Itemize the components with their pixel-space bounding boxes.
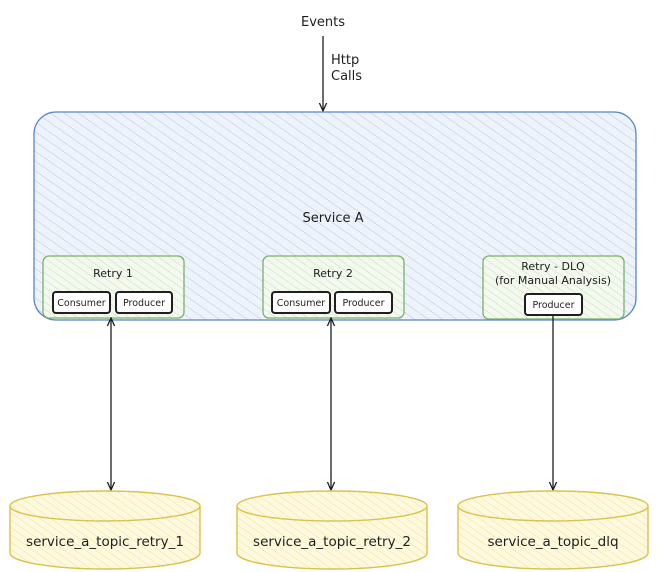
retry-1-consumer-box (52, 291, 111, 314)
topic-retry-2-cylinder (236, 490, 428, 570)
retry-2-title: Retry 2 (313, 267, 353, 280)
http-calls-label-line2: Calls (331, 69, 362, 84)
retry-2-consumer-box (271, 291, 331, 314)
retry-2-producer-label: Producer (342, 298, 384, 309)
topic-retry-2-label: service_a_topic_retry_2 (253, 534, 411, 550)
retry-1-consumer-label: Consumer (57, 298, 106, 309)
retry-1-producer-box (115, 291, 173, 314)
retry-2-consumer-label: Consumer (277, 298, 326, 309)
retry-dlq-producer-box (524, 293, 583, 316)
retry-dlq-producer-label: Producer (532, 300, 574, 311)
retry-1-producer-label: Producer (123, 298, 165, 309)
retry-2-producer-box (334, 291, 393, 314)
retry-dlq-title: Retry - DLQ (521, 260, 585, 273)
topic-retry-1-cylinder (9, 490, 201, 570)
topic-dlq-cylinder (457, 490, 649, 570)
topic-dlq-label: service_a_topic_dlq (487, 534, 618, 550)
retry-dlq-subtitle: (for Manual Analysis) (495, 274, 611, 287)
events-label: Events (301, 15, 345, 30)
topic-retry-1-label: service_a_topic_retry_1 (26, 534, 184, 550)
service-a-title: Service A (302, 211, 363, 226)
http-calls-label-line1: Http (331, 53, 359, 68)
retry-1-title: Retry 1 (93, 267, 133, 280)
retry-dlq-group (482, 255, 625, 320)
